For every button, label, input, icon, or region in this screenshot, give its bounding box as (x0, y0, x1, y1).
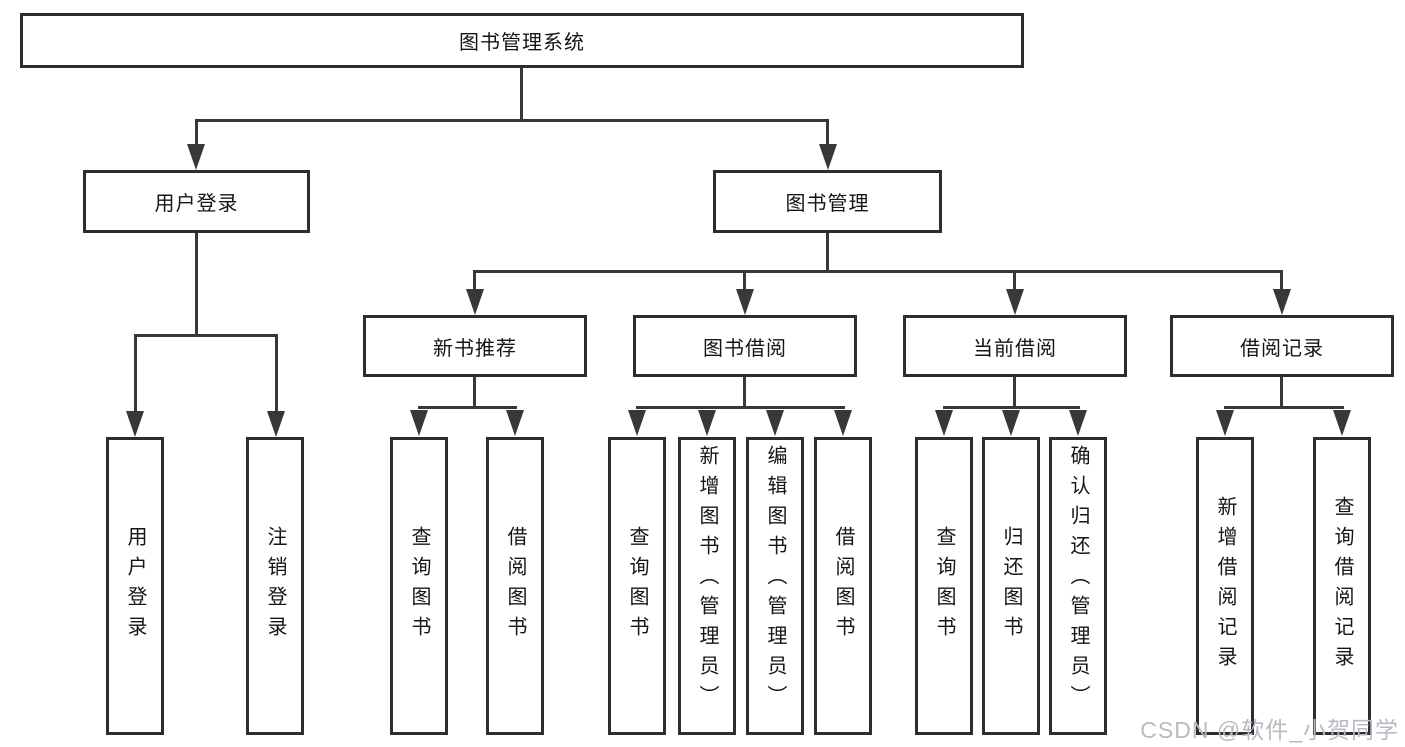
connector-line (520, 68, 523, 122)
arrow-down-icon (1216, 410, 1234, 436)
arrow-down-icon (126, 411, 144, 437)
arrow-down-icon (736, 289, 754, 315)
leaf-edit-books-admin: 编辑图书（管理员） (746, 437, 804, 735)
leaf-return-books: 归还图书 (982, 437, 1040, 735)
leaf-borrow-books-2-label: 借阅图书 (832, 526, 854, 646)
connector-line (195, 119, 198, 147)
node-root: 图书管理系统 (20, 13, 1024, 68)
leaf-borrow-books-2: 借阅图书 (814, 437, 872, 735)
connector-line (473, 270, 1283, 273)
arrow-down-icon (1333, 410, 1351, 436)
connector-line (134, 334, 137, 414)
watermark: CSDN @软件_小贺同学 (1140, 717, 1399, 743)
connector-line (195, 119, 829, 122)
arrow-down-icon (819, 144, 837, 170)
connector-line (743, 270, 746, 292)
arrow-down-icon (1273, 289, 1291, 315)
leaf-query-books-2: 查询图书 (608, 437, 666, 735)
leaf-user-login: 用户登录 (106, 437, 164, 735)
leaf-borrow-books-1: 借阅图书 (486, 437, 544, 735)
connector-line (418, 406, 517, 409)
arrow-down-icon (698, 410, 716, 436)
leaf-query-borrow-record: 查询借阅记录 (1313, 437, 1371, 735)
node-user-login-label: 用户登录 (154, 193, 239, 215)
node-book-management-label: 图书管理 (785, 193, 870, 215)
node-new-book-recommend: 新书推荐 (363, 315, 587, 377)
node-current-borrow-label: 当前借阅 (973, 337, 1057, 360)
connector-line (1224, 406, 1344, 409)
connector-line (1280, 270, 1283, 292)
connector-line (636, 406, 845, 409)
arrow-down-icon (935, 410, 953, 436)
leaf-confirm-return-admin-label: 确认归还（管理员） (1067, 445, 1089, 715)
leaf-query-books-3-label: 查询图书 (933, 526, 955, 646)
connector-line (275, 334, 278, 414)
node-book-borrow: 图书借阅 (633, 315, 857, 377)
node-borrow-records-label: 借阅记录 (1240, 337, 1324, 360)
connector-line (1013, 377, 1016, 409)
arrow-down-icon (1002, 410, 1020, 436)
arrow-down-icon (267, 411, 285, 437)
leaf-query-books-2-label: 查询图书 (626, 526, 648, 646)
node-book-borrow-label: 图书借阅 (703, 337, 787, 360)
connector-line (826, 119, 829, 147)
leaf-add-borrow-record: 新增借阅记录 (1196, 437, 1254, 735)
leaf-confirm-return-admin: 确认归还（管理员） (1049, 437, 1107, 735)
node-borrow-records: 借阅记录 (1170, 315, 1394, 377)
connector-line (826, 233, 829, 273)
node-book-management: 图书管理 (713, 170, 942, 233)
connector-line (743, 377, 746, 409)
arrow-down-icon (628, 410, 646, 436)
leaf-add-books-admin: 新增图书（管理员） (678, 437, 736, 735)
leaf-query-books-3: 查询图书 (915, 437, 973, 735)
arrow-down-icon (834, 410, 852, 436)
leaf-edit-books-admin-label: 编辑图书（管理员） (764, 445, 786, 715)
connector-line (1280, 377, 1283, 409)
connector-line (134, 334, 278, 337)
connector-line (473, 377, 476, 409)
connector-line (943, 406, 1080, 409)
leaf-query-books-1-label: 查询图书 (408, 526, 430, 646)
connector-line (473, 270, 476, 292)
node-new-book-recommend-label: 新书推荐 (433, 337, 517, 360)
leaf-logout-label: 注销登录 (264, 526, 286, 646)
leaf-borrow-books-1-label: 借阅图书 (504, 526, 526, 646)
leaf-query-borrow-record-label: 查询借阅记录 (1331, 496, 1353, 676)
node-user-login: 用户登录 (83, 170, 310, 233)
arrow-down-icon (187, 144, 205, 170)
arrow-down-icon (1069, 410, 1087, 436)
arrow-down-icon (466, 289, 484, 315)
connector-line (195, 233, 198, 337)
leaf-add-books-admin-label: 新增图书（管理员） (696, 445, 718, 715)
leaf-logout: 注销登录 (246, 437, 304, 735)
leaf-add-borrow-record-label: 新增借阅记录 (1214, 496, 1236, 676)
arrow-down-icon (766, 410, 784, 436)
leaf-user-login-label: 用户登录 (124, 526, 146, 646)
node-current-borrow: 当前借阅 (903, 315, 1127, 377)
arrow-down-icon (506, 410, 524, 436)
arrow-down-icon (1006, 289, 1024, 315)
leaf-return-books-label: 归还图书 (1000, 526, 1022, 646)
node-root-label: 图书管理系统 (459, 32, 585, 54)
connector-line (1013, 270, 1016, 292)
arrow-down-icon (410, 410, 428, 436)
leaf-query-books-1: 查询图书 (390, 437, 448, 735)
